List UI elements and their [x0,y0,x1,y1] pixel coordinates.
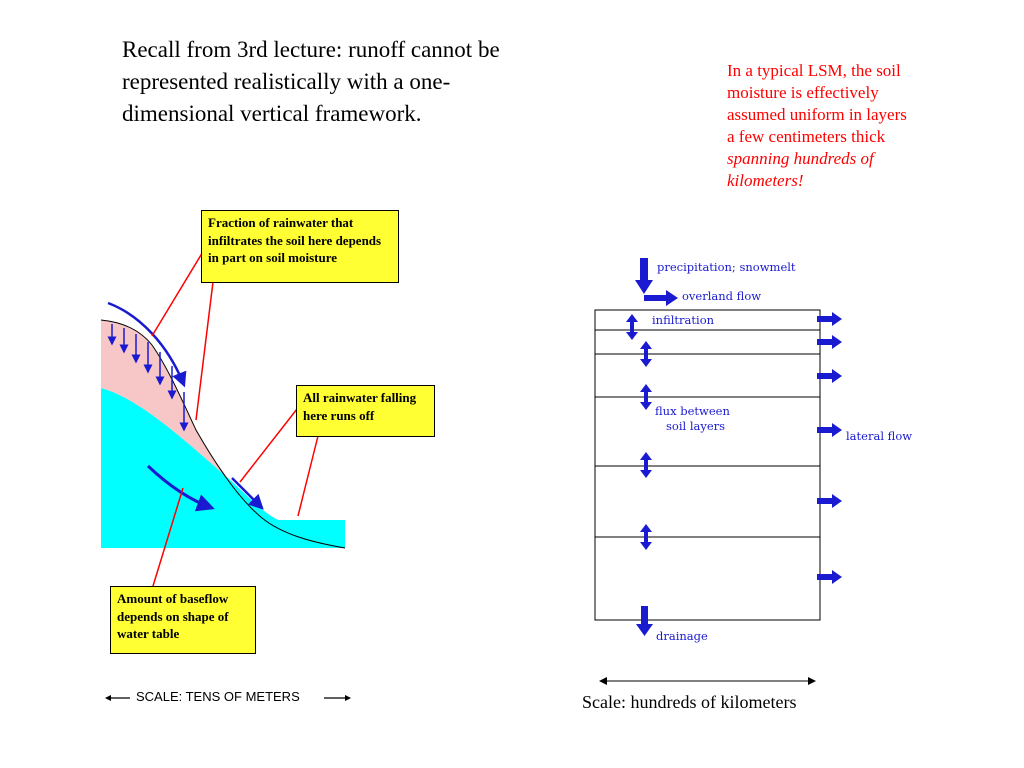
note-line: assumed uniform in layers [727,105,907,125]
note-line-italic: spanning hundreds of [727,149,874,169]
slide-heading: Recall from 3rd lecture: runoff cannot b… [122,34,622,131]
callout-line: water table [117,626,180,642]
vertical-flux-arrows [626,314,652,550]
callout-line: Amount of baseflow [117,591,229,606]
flux-arrow [640,341,652,367]
hillslope-diagram [100,249,346,587]
note-line: moisture is effectively [727,83,879,103]
lateral-arrow [817,570,842,584]
hillslope-scale: SCALE: TENS OF METERS [104,686,354,710]
callout-line: Fraction of rainwater that [208,215,354,230]
flux-arrow [640,384,652,410]
saturated-zone [101,388,345,548]
callout-runoff: All rainwater falling here runs off [296,385,435,437]
label-flux-line1: flux between [655,404,730,418]
hillslope-scale-label: SCALE: TENS OF METERS [136,689,300,704]
label-infiltration: infiltration [652,313,715,327]
lateral-arrow [817,423,842,437]
callout-line: in part on soil moisture [208,250,338,266]
callout-leaders [151,249,319,587]
heading-line: represented realistically with a one- [122,69,451,95]
callout-infiltration-fraction: Fraction of rainwater that infiltrates t… [201,210,399,283]
lateral-arrow [817,494,842,508]
callout-line: depends on shape of [117,608,229,624]
flux-arrow [640,452,652,478]
soil-column-box [594,309,821,621]
overland-flow-arrow [107,301,187,388]
callout-line: All rainwater falling [303,390,417,405]
label-drainage: drainage [656,629,708,643]
overland-arrow [644,290,678,306]
flux-arrow [626,314,638,340]
precipitation-arrow [635,258,653,294]
lateral-arrow [817,369,842,383]
heading-line: dimensional vertical framework. [122,101,422,127]
callout-baseflow: Amount of baseflow depends on shape of w… [110,586,256,654]
heading-line: Recall from 3rd lecture: runoff cannot b… [122,37,500,62]
lateral-arrow [817,335,842,349]
note-line-italic: kilometers! [727,171,804,191]
infiltration-arrows [107,324,189,432]
label-precipitation: precipitation; snowmelt [657,260,796,274]
lsm-column [594,258,842,685]
label-overland-flow: overland flow [682,289,762,303]
note-line: a few centimeters thick [727,127,886,147]
runoff-arrow [231,477,264,510]
baseflow-arrow [146,464,215,512]
flux-arrow [640,524,652,550]
drainage-arrow [636,606,653,636]
lateral-arrow [817,312,842,326]
lsm-note: In a typical LSM, the soil moisture is e… [727,60,997,193]
note-line: In a typical LSM, the soil [727,61,901,80]
ground-surface-line [100,319,346,549]
label-flux-line2: soil layers [666,419,726,433]
callout-line: infiltrates the soil here depends [208,232,382,248]
lateral-flow-arrows [817,312,842,584]
label-lateral-flow: lateral flow [846,429,913,443]
callout-line: here runs off [303,407,375,423]
lsm-scale-label: Scale: hundreds of kilometers [582,692,797,712]
